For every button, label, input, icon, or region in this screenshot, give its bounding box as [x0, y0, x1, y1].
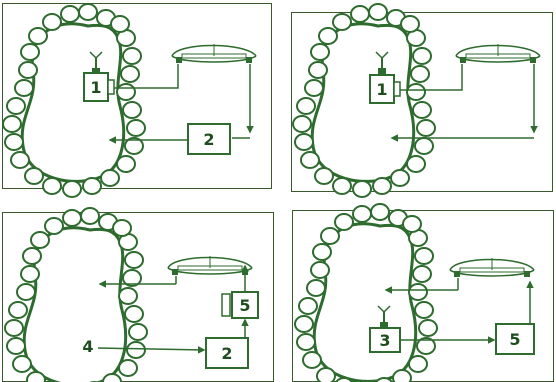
box-3-label: 3: [379, 331, 390, 350]
ear-device-icon: [172, 44, 256, 63]
step-4-label: 4: [82, 337, 93, 356]
dental-arch-3: [5, 208, 147, 382]
box-5-label: 5: [509, 330, 520, 349]
panel-2-diagram: 1: [293, 4, 540, 197]
box-2-label: 2: [221, 344, 232, 363]
ear-device-icon: [450, 258, 534, 277]
dental-arch-4: [295, 204, 437, 382]
dental-arch-1: [3, 4, 145, 197]
box-2-label: 2: [203, 130, 214, 149]
panel-3-diagram: 5 2 4: [5, 208, 258, 382]
dental-arch-2: [293, 4, 435, 197]
box-1-label: 1: [376, 80, 387, 99]
ear-device-icon: [456, 44, 540, 63]
box-5-label: 5: [239, 296, 250, 315]
panel-1-diagram: 1 2: [3, 4, 256, 197]
ear-device-icon: [168, 256, 252, 275]
box-1-label: 1: [90, 78, 101, 97]
panel-4-diagram: 3 5: [295, 204, 534, 382]
